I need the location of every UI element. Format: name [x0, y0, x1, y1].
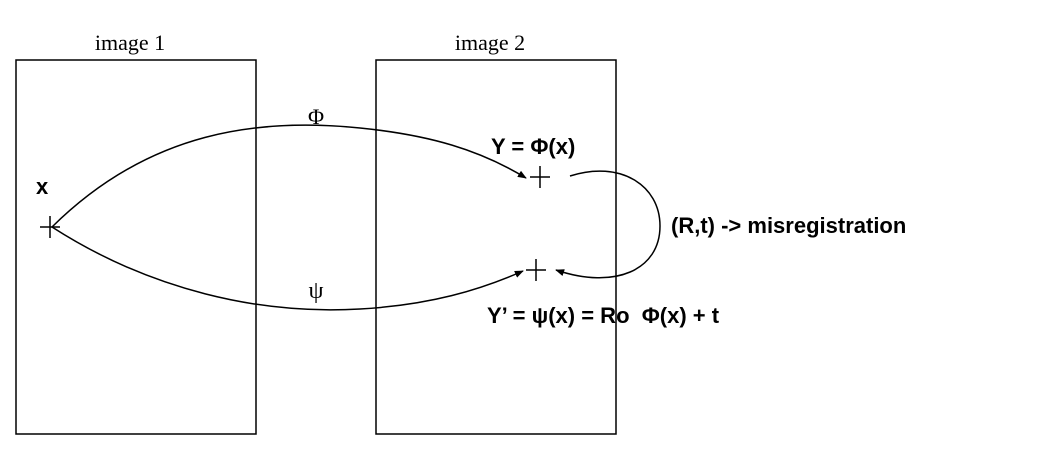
point-y-marker — [530, 166, 550, 188]
point-x-label: x — [36, 174, 49, 199]
point-yprime-marker — [526, 259, 546, 281]
phi-label: Φ — [308, 104, 324, 129]
image1-frame — [15, 59, 257, 435]
misregistration-label: (R,t) -> misregistration — [671, 213, 906, 238]
image2-frame — [375, 59, 617, 435]
point-x-marker — [40, 216, 60, 238]
yprime-equation: Y’ = ψ(x) = Ro Φ(x) + t — [487, 303, 720, 328]
psi-label: ψ — [308, 278, 323, 304]
psi-mapping-arrow — [51, 226, 524, 311]
misregistration-arrow — [555, 170, 661, 279]
y-equation: Y = Φ(x) — [491, 134, 575, 159]
image1-title: image 1 — [95, 30, 165, 55]
image2-title: image 2 — [455, 30, 525, 55]
phi-mapping-arrow — [51, 124, 527, 228]
